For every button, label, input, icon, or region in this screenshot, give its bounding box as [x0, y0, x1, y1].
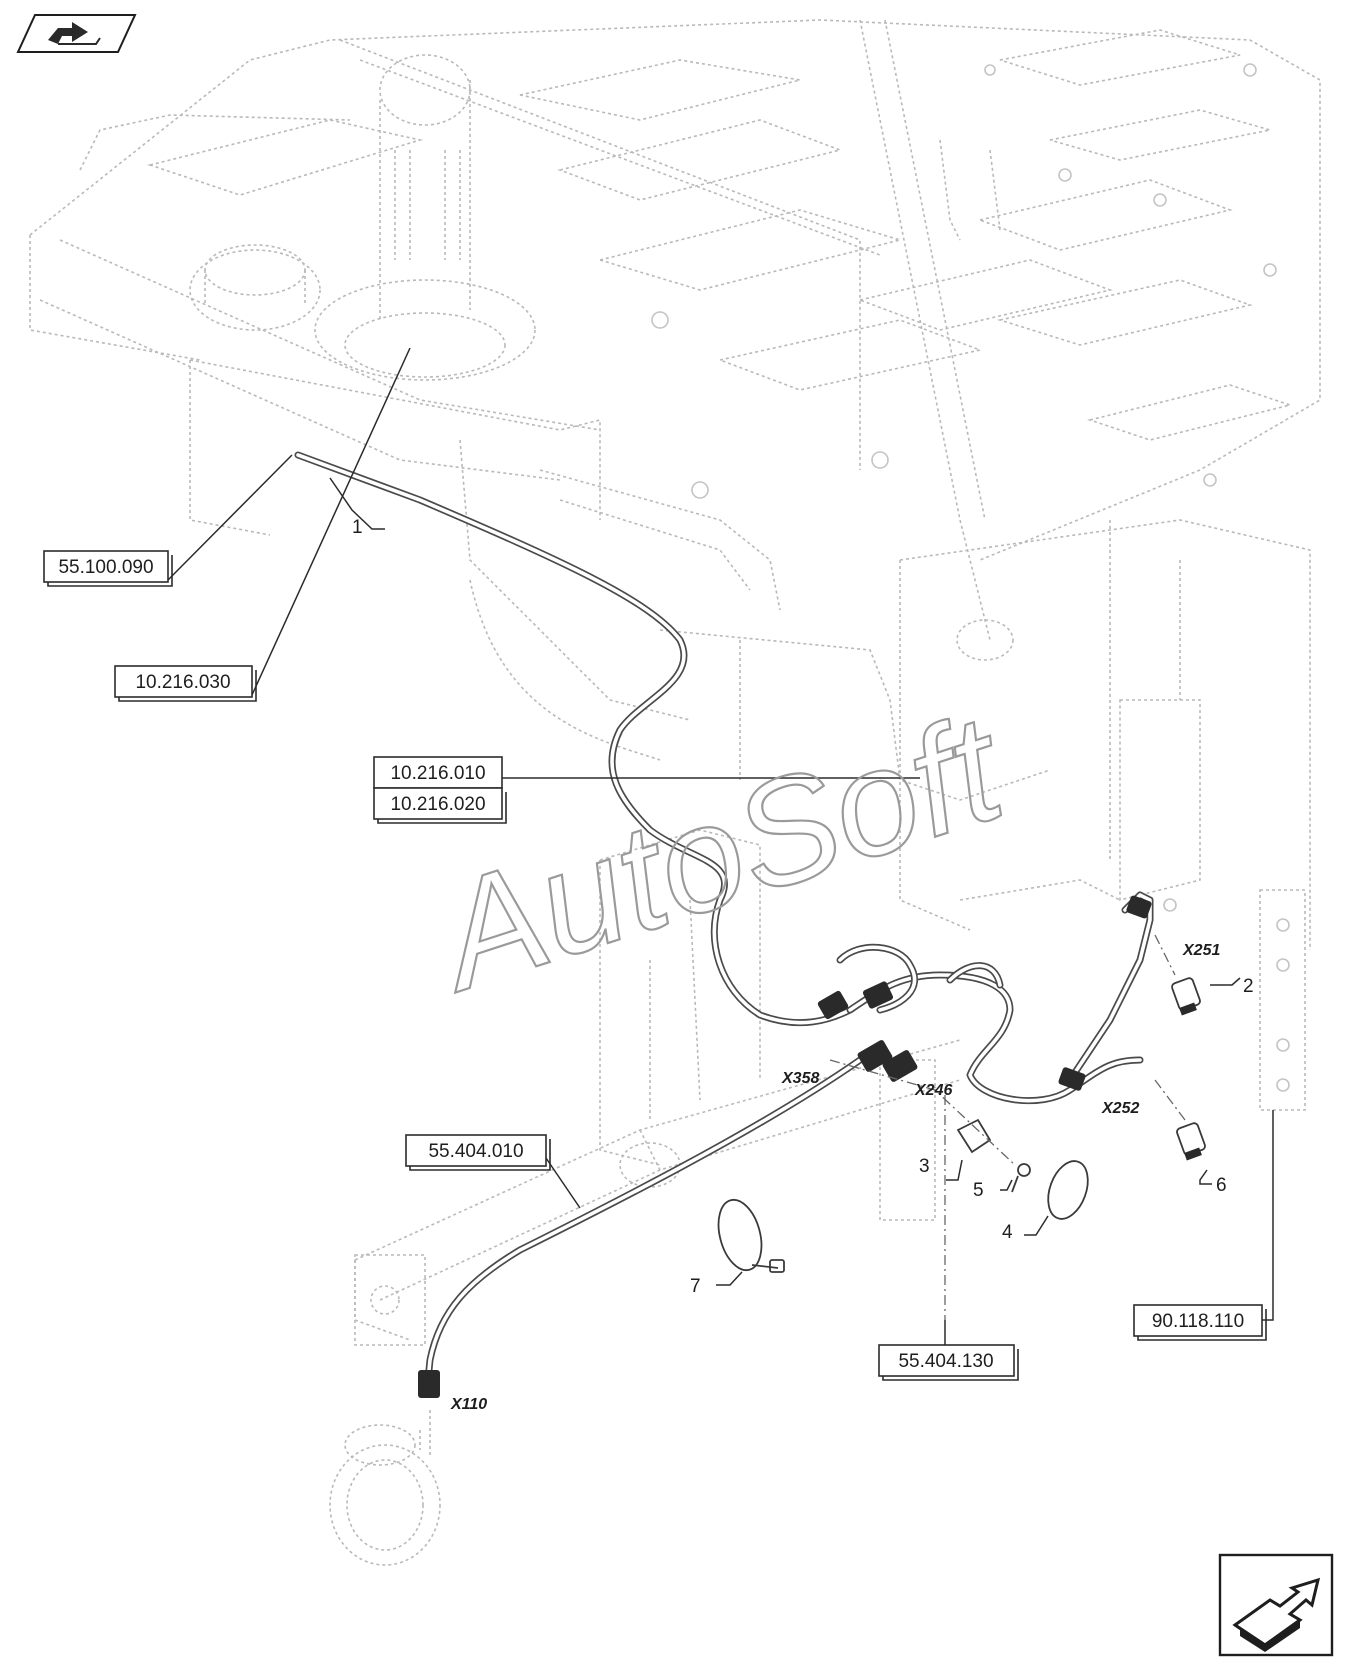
reference-label-text: 55.404.010 [428, 1141, 523, 1162]
reference-label-55-100-090[interactable]: 55.100.090 [43, 550, 173, 587]
assembly-lines [829, 934, 1186, 1320]
item-number-3: 3 [919, 1156, 930, 1177]
connector-labels: X251 X358 X246 X252 X110 [450, 942, 1220, 1413]
next-page-arrow-icon[interactable] [1218, 1553, 1334, 1657]
connector-label-x110: X110 [450, 1396, 487, 1413]
reference-label-text: 10.216.010 [390, 763, 485, 784]
reference-label-55-404-010[interactable]: 55.404.010 [405, 1134, 551, 1171]
connector-label-x251: X251 [1182, 942, 1220, 959]
wiring-harness [294, 451, 1154, 1384]
reference-label-10-216-010[interactable]: 10.216.010 [373, 756, 503, 789]
reference-label-10-216-030[interactable]: 10.216.030 [114, 665, 257, 702]
reference-label-55-404-130[interactable]: 55.404.130 [878, 1344, 1019, 1381]
connector-label-x252: X252 [1101, 1100, 1139, 1117]
previous-page-arrow-icon[interactable] [16, 14, 137, 53]
item-number-2: 2 [1243, 976, 1254, 997]
connector-label-x246: X246 [914, 1082, 952, 1099]
item-number-5: 5 [973, 1180, 984, 1201]
item-number-7: 7 [690, 1276, 701, 1297]
connector-bodies [418, 895, 1206, 1398]
reference-label-text: 10.216.030 [135, 672, 230, 693]
reference-label-10-216-020[interactable]: 10.216.020 [373, 787, 507, 824]
reference-label-text: 55.100.090 [58, 557, 153, 578]
reference-label-text: 55.404.130 [898, 1351, 993, 1372]
leader-lines [167, 347, 1274, 1345]
reference-label-90-118-110[interactable]: 90.118.110 [1133, 1304, 1267, 1341]
reference-label-text: 90.118.110 [1152, 1311, 1244, 1332]
item-number-6: 6 [1216, 1175, 1227, 1196]
reference-label-text: 10.216.020 [390, 794, 485, 815]
item-numbers: 1 2 3 4 5 6 7 [352, 517, 1254, 1297]
item-number-4: 4 [1002, 1222, 1013, 1243]
item-number-1: 1 [352, 517, 363, 538]
connector-label-x358: X358 [781, 1070, 819, 1087]
